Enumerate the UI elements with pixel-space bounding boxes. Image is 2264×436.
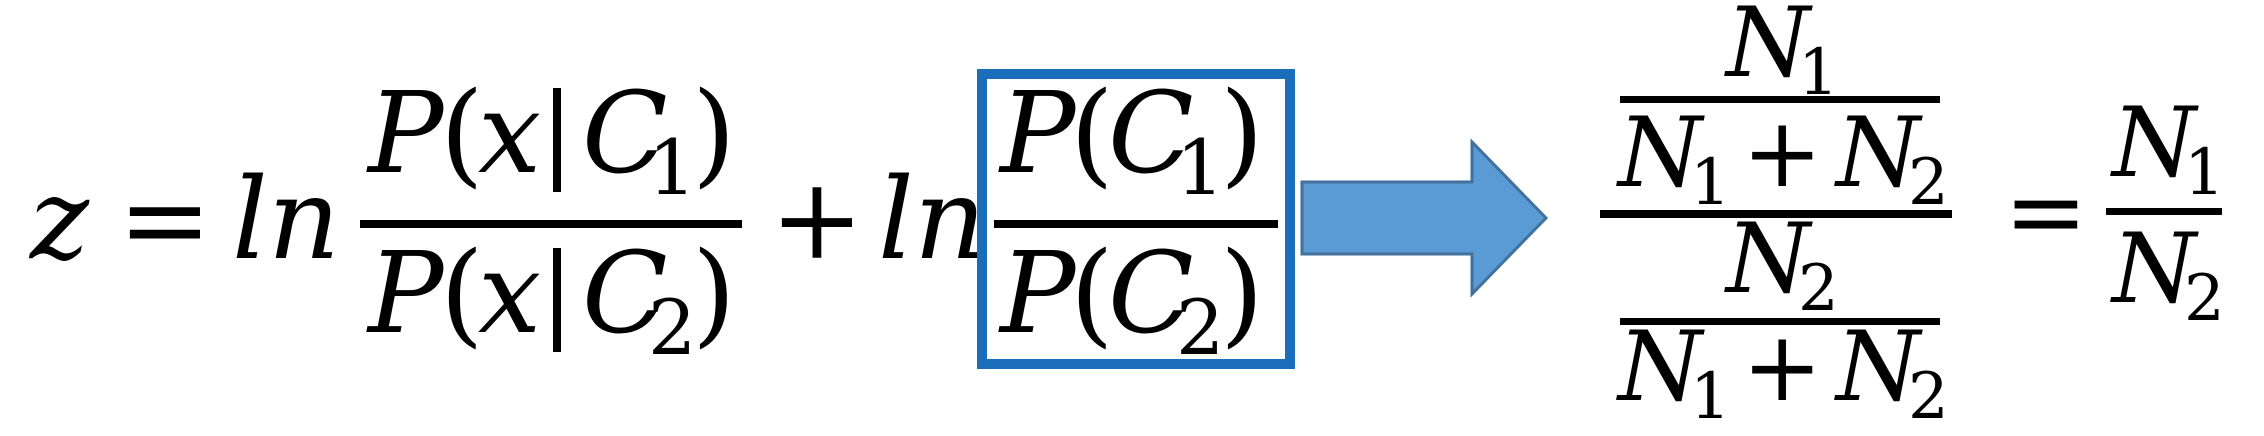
numerator-P: P — [366, 69, 445, 199]
denominator-x: x — [478, 229, 541, 359]
prior-denominator-open-paren: ( — [1070, 229, 1114, 359]
bottom-den-plus: + — [1742, 311, 1822, 423]
prior-denominator-C: C — [1108, 229, 1194, 359]
prior-numerator-open-paren: ( — [1070, 69, 1114, 199]
top-den-N1-subscript: 1 — [1690, 146, 1731, 220]
result-numerator-N: N — [2110, 87, 2199, 199]
numerator-x: x — [478, 69, 541, 199]
ln-operator-2: ln — [878, 155, 986, 285]
result-denominator-N: N — [2110, 213, 2199, 325]
top-den-N1: N — [1616, 97, 1705, 209]
result-fraction-bar — [2106, 208, 2222, 215]
plus-sign: + — [770, 155, 864, 285]
equals-sign-2: = — [2004, 153, 2088, 270]
bottom-den-N1-subscript: 1 — [1690, 360, 1731, 432]
compound-fraction: N 1 N 1 + N 2 N 2 N 1 + N 2 — [1600, 0, 1952, 434]
numerator-C: C — [582, 69, 668, 199]
highlight-box — [977, 69, 1295, 369]
equals-sign: = — [118, 155, 212, 285]
bottom-N-subscript: 2 — [1798, 252, 1839, 326]
bottom-den-N2-subscript: 2 — [1908, 360, 1949, 432]
numerator-subscript: 1 — [648, 123, 696, 212]
numerator-close-paren: ) — [692, 69, 736, 199]
result-numerator-subscript: 1 — [2184, 136, 2225, 210]
ln-operator-1: ln — [232, 155, 340, 285]
arrow-right-icon — [1300, 138, 1549, 298]
top-N: N — [1724, 0, 1813, 99]
fraction-bar-likelihood — [360, 220, 742, 228]
prior-denominator-subscript: 2 — [1176, 283, 1224, 372]
bottom-den-N1: N — [1616, 311, 1705, 423]
fraction-likelihood: P ( x C 1 ) P ( x C 2 ) — [360, 69, 742, 372]
main-fraction-bar — [1600, 210, 1952, 218]
prior-numerator-P: P — [998, 69, 1077, 199]
top-inner-fraction-bar — [1620, 96, 1940, 103]
denominator-subscript: 2 — [648, 283, 696, 372]
bottom-den-N2: N — [1834, 311, 1923, 423]
fraction-prior: P ( C 1 ) P ( C 2 ) — [994, 69, 1278, 372]
bottom-N: N — [1724, 203, 1813, 315]
lhs-variable: z — [28, 155, 90, 285]
top-den-N2-subscript: 2 — [1908, 146, 1949, 220]
bottom-inner-fraction-bar — [1620, 318, 1940, 325]
result-denominator-subscript: 2 — [2184, 262, 2225, 336]
denominator-bar — [553, 248, 561, 352]
prior-numerator-subscript: 1 — [1176, 123, 1224, 212]
denominator-P: P — [366, 229, 445, 359]
denominator-close-paren: ) — [692, 229, 736, 359]
prior-denominator-P: P — [998, 229, 1077, 359]
prior-numerator-C: C — [1108, 69, 1194, 199]
numerator-open-paren: ( — [440, 69, 484, 199]
denominator-C: C — [582, 229, 668, 359]
result-fraction: N 1 N 2 — [2106, 87, 2225, 336]
top-den-N2: N — [1834, 97, 1923, 209]
fraction-bar-prior — [994, 220, 1278, 228]
denominator-open-paren: ( — [440, 229, 484, 359]
prior-denominator-close-paren: ) — [1220, 229, 1264, 359]
numerator-bar — [553, 88, 561, 192]
prior-numerator-close-paren: ) — [1220, 69, 1264, 199]
top-den-plus: + — [1742, 97, 1822, 209]
